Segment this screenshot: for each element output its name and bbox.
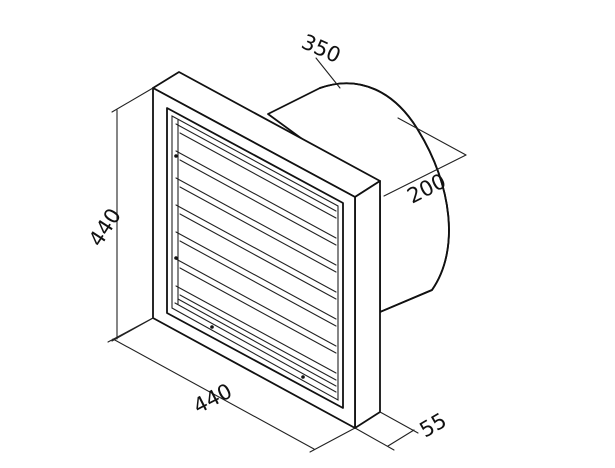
louver xyxy=(175,285,337,374)
louver xyxy=(179,159,337,246)
louver xyxy=(179,240,337,327)
louver xyxy=(175,177,337,266)
louver xyxy=(175,150,337,239)
louver-housing xyxy=(171,115,339,401)
louver xyxy=(175,258,337,347)
hinge-dot xyxy=(174,154,178,158)
louver xyxy=(179,267,337,354)
hinge-dot xyxy=(174,256,178,260)
dimension-frame-height: 440 xyxy=(84,87,154,342)
louver xyxy=(179,186,337,273)
louver xyxy=(179,213,337,300)
dimension-label-duct-diameter: 350 xyxy=(298,30,344,68)
louver-bottom-rail xyxy=(177,298,337,387)
duct-cylinder xyxy=(267,82,450,313)
louvers xyxy=(174,119,337,393)
dimension-duct-diameter: 350 xyxy=(298,30,344,89)
dimension-label-frame-height: 440 xyxy=(84,204,126,251)
hinge-dot xyxy=(301,375,305,379)
louver-bottom-rail xyxy=(174,302,337,393)
hinge-dot xyxy=(210,325,214,329)
frame-side-face xyxy=(354,180,381,429)
louver xyxy=(175,204,337,293)
louver xyxy=(175,231,337,320)
louver xyxy=(175,123,337,212)
louver xyxy=(179,294,337,381)
frame-inner-edge xyxy=(166,107,344,409)
dimension-label-frame-depth: 55 xyxy=(416,408,451,442)
louver xyxy=(179,132,337,219)
